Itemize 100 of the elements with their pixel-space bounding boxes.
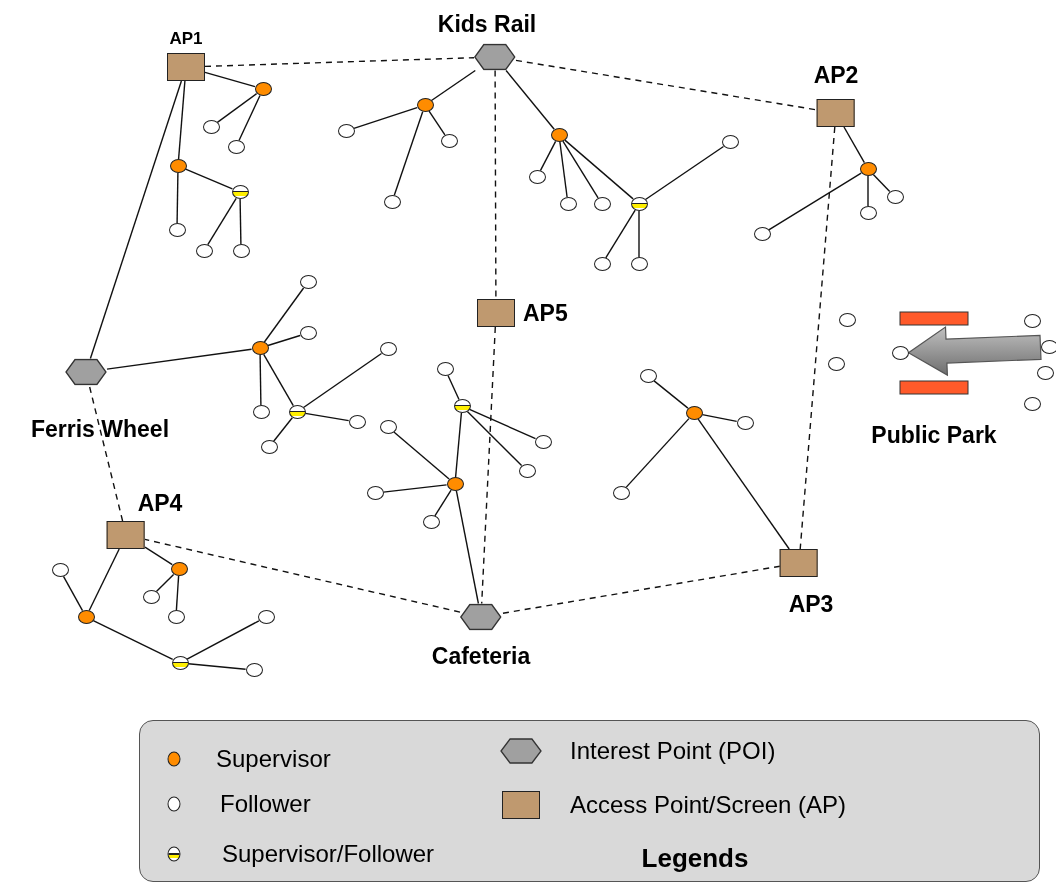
connector-line	[273, 417, 293, 442]
node-label: AP3	[788, 593, 834, 616]
connector-line	[382, 484, 448, 493]
follower-node	[232, 244, 250, 258]
connector-line	[187, 663, 247, 670]
follower-node	[630, 257, 648, 271]
connector-line	[867, 175, 869, 207]
dashed-connector-line	[799, 126, 836, 550]
connector-line	[468, 408, 537, 440]
supervisor-follower-node	[288, 405, 306, 419]
node-label: Cafeteria	[431, 644, 531, 668]
supervisor-node	[251, 341, 269, 355]
follower-node	[827, 357, 845, 371]
follower-node	[168, 223, 186, 237]
follower-node	[260, 440, 278, 454]
connector-line	[701, 413, 738, 423]
connector-line	[653, 380, 689, 409]
connector-line	[238, 94, 261, 142]
dashed-connector-line	[481, 326, 496, 605]
supervisor-node	[169, 159, 187, 173]
follower-node	[721, 135, 739, 149]
connector-line	[539, 140, 557, 172]
connector-line	[259, 354, 262, 406]
follower-node	[639, 369, 657, 383]
dashed-connector-line	[204, 57, 475, 68]
follower-node	[753, 227, 771, 241]
connector-line	[455, 490, 480, 605]
connector-line	[239, 198, 242, 245]
supervisor-node	[416, 98, 434, 112]
connector-line	[466, 410, 523, 467]
connector-line	[454, 412, 463, 478]
connector-line	[204, 71, 256, 88]
connector-line	[562, 140, 599, 199]
connector-line	[92, 619, 174, 661]
legend-label: Interest Point (POI)	[570, 739, 776, 763]
legend-title: Legends	[641, 845, 749, 871]
supervisor-node	[859, 162, 877, 176]
follower-node	[227, 140, 245, 154]
follower-node	[891, 346, 909, 360]
connector-line	[644, 145, 725, 201]
connector-line	[768, 172, 862, 231]
node-label: Ferris Wheel	[31, 417, 169, 441]
follower-node	[859, 206, 877, 220]
supervisor-follower-node	[630, 197, 648, 211]
node-label: AP1	[169, 30, 203, 47]
legend-label: Access Point/Screen (AP)	[570, 793, 847, 817]
connector-line	[267, 334, 301, 347]
connector-line	[638, 210, 640, 258]
node-label: Kids Rail	[437, 12, 537, 36]
connector-line	[872, 173, 891, 193]
supervisor-node	[254, 82, 272, 96]
follower-node	[440, 134, 458, 148]
connector-line	[434, 489, 452, 517]
connector-line	[89, 80, 183, 360]
dashed-connector-line	[515, 59, 818, 111]
supervisor-node	[550, 128, 568, 142]
connector-line	[843, 126, 866, 164]
follower-node	[1036, 366, 1054, 380]
connector-line	[62, 575, 84, 612]
supervisor-follower-node	[231, 185, 249, 199]
connector-line	[186, 620, 260, 660]
connector-line	[263, 287, 305, 343]
connector-line	[353, 106, 418, 130]
follower-node	[383, 195, 401, 209]
connector-line	[564, 139, 634, 200]
node-label: AP5	[523, 301, 568, 325]
connector-line	[263, 353, 294, 407]
supervisor-node	[77, 610, 95, 624]
follower-node	[299, 326, 317, 340]
follower-node	[245, 663, 263, 677]
block-arrow	[907, 326, 1042, 377]
connector-line	[176, 172, 179, 224]
follower-node	[51, 563, 69, 577]
connector-line	[605, 209, 636, 259]
connector-line	[177, 80, 186, 160]
follower-node	[886, 190, 904, 204]
connector-line	[155, 573, 175, 593]
connector-line	[697, 418, 790, 550]
connector-line	[559, 141, 568, 198]
connector-line	[144, 546, 173, 566]
connector-line	[447, 374, 460, 401]
connector-line	[505, 69, 555, 130]
node-label: AP2	[813, 64, 859, 87]
connector-line	[393, 431, 450, 480]
connector-line	[302, 352, 383, 409]
follower-node	[612, 486, 630, 500]
follower-node	[348, 415, 366, 429]
follower-node	[257, 610, 275, 624]
follower-node	[337, 124, 355, 138]
follower-node	[593, 197, 611, 211]
follower-node	[167, 610, 185, 624]
follower-node	[518, 464, 536, 478]
follower-node	[379, 420, 397, 434]
connector-line	[430, 69, 476, 102]
dashed-connector-line	[501, 565, 781, 615]
area-label: Public Park	[871, 423, 997, 447]
connector-line	[184, 168, 234, 190]
connector-line	[216, 92, 258, 124]
connector-line	[106, 348, 253, 370]
follower-node	[195, 244, 213, 258]
